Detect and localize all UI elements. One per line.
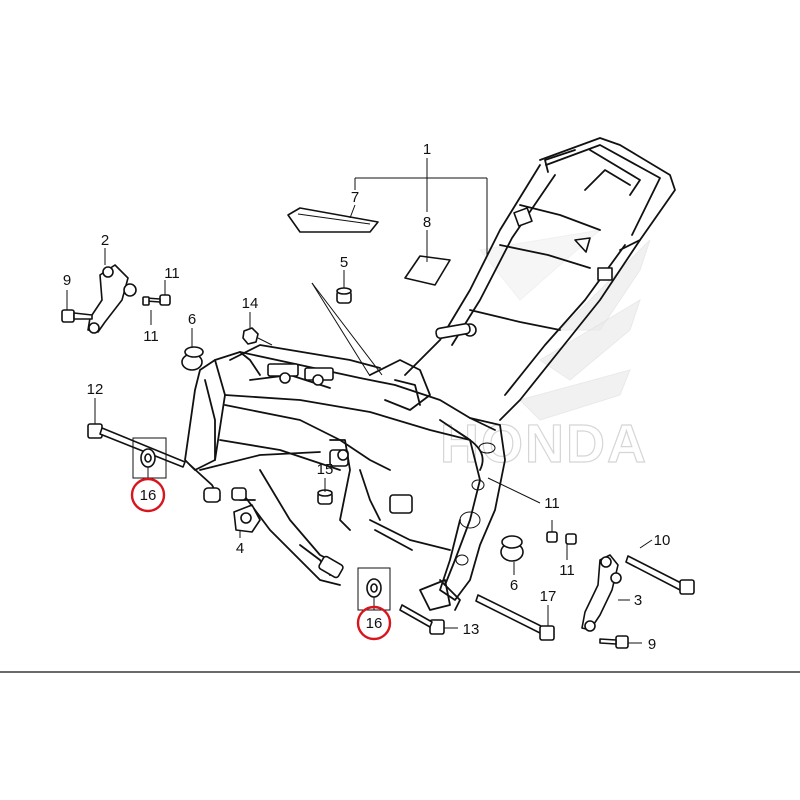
callout-17: 17 <box>540 588 557 605</box>
part-4-mount <box>233 504 261 533</box>
part-13-bolt <box>399 604 445 635</box>
part-9-bolt-left <box>61 309 93 323</box>
part-9-bolt-right <box>599 635 629 649</box>
main-frame <box>184 137 676 611</box>
part-11-bolts-right <box>546 531 577 545</box>
callout-3: 3 <box>634 592 642 609</box>
leader-lines <box>66 158 653 644</box>
part-5-collar <box>336 287 352 304</box>
callout-5: 5 <box>340 254 348 271</box>
part-8-plate <box>404 255 451 286</box>
callout-10: 10 <box>654 532 671 549</box>
highlight-circle-left <box>130 477 166 513</box>
part-12-bolt <box>87 423 186 468</box>
honda-watermark: HONDA <box>439 229 651 475</box>
callout-6-left: 6 <box>188 311 196 328</box>
callout-12: 12 <box>87 381 104 398</box>
callout-11-middle: 11 <box>544 495 560 512</box>
callout-11-right: 11 <box>559 562 575 579</box>
part-10-bolt <box>625 555 695 595</box>
callout-9-left: 9 <box>63 272 71 289</box>
part-2-bracket <box>87 264 137 334</box>
part-7-plate <box>287 207 379 233</box>
part-6-collar-right <box>500 535 524 562</box>
part-17-bolt <box>475 594 555 641</box>
callout-1: 1 <box>423 141 431 158</box>
part-3-bracket <box>581 554 622 632</box>
part-11-bolts-left <box>142 294 171 306</box>
callout-7: 7 <box>351 189 359 206</box>
callout-labels: 1 7 8 5 2 9 11 11 14 6 12 16 15 4 11 11 … <box>63 141 671 653</box>
callout-13: 13 <box>463 621 480 638</box>
callout-15: 15 <box>317 461 334 478</box>
callout-6-right: 6 <box>510 577 518 594</box>
part-14-nut <box>242 327 259 345</box>
part-15-collar <box>317 489 333 505</box>
callout-9-right: 9 <box>648 636 656 653</box>
callout-4: 4 <box>236 540 244 557</box>
callout-2: 2 <box>101 232 109 249</box>
callout-16-right: 16 <box>366 615 383 632</box>
callout-14: 14 <box>242 295 259 312</box>
callout-8: 8 <box>423 214 431 231</box>
callout-11-left-bottom: 11 <box>143 328 159 345</box>
callout-11-left-top: 11 <box>164 265 180 282</box>
highlight-circle-right <box>356 605 392 641</box>
callout-16-left: 16 <box>140 487 157 504</box>
part-6-collar-left <box>181 346 204 371</box>
